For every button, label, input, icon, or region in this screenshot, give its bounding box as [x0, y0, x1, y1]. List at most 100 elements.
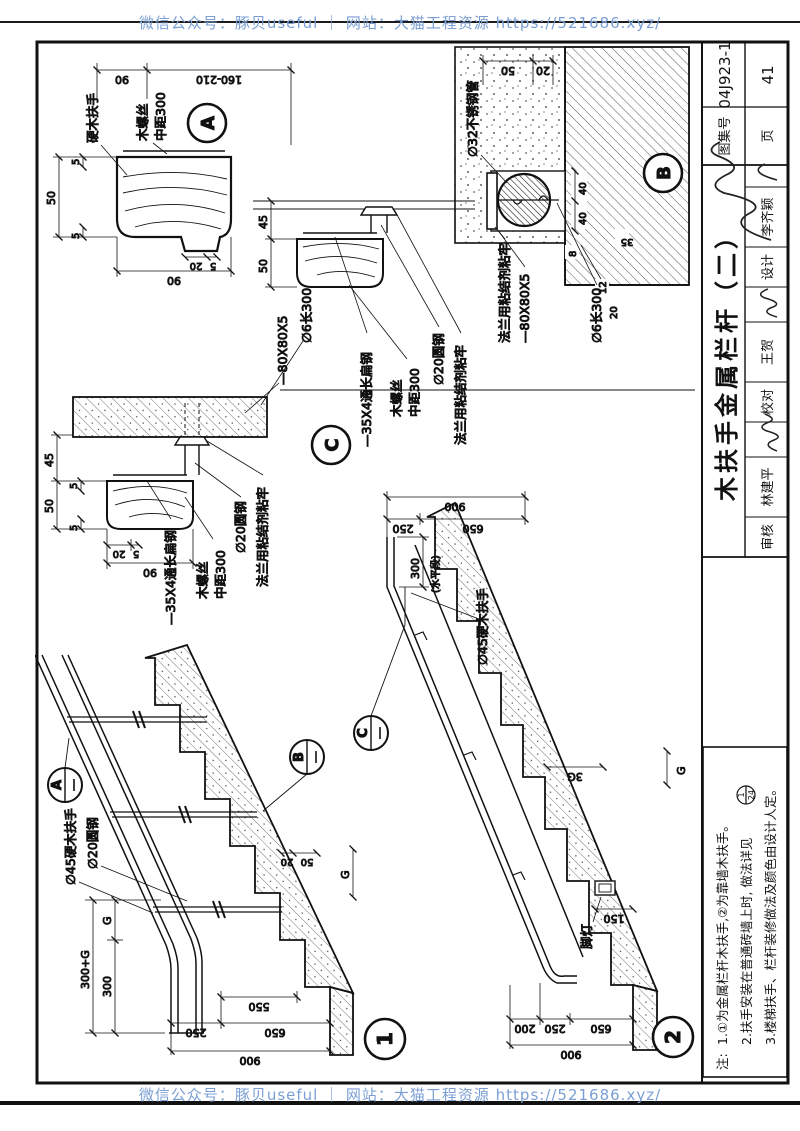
section-1-number: 1 [373, 1032, 397, 1046]
detail-a: 50 5 5 90 20 5 90 160-210 硬木扶手 木螺丝 [45, 63, 295, 288]
c-plate-label: —80X80X5 [275, 316, 290, 385]
c-dim-5a: 5 [69, 525, 80, 531]
dim-hseg-2 [397, 533, 429, 591]
drawing-canvas: 300+G 300 G 550 250 650 900 20 50 [35, 40, 790, 1085]
detail-b: 50 20 40 40 8 12 35 20 ∅32不锈钢管 法兰用粘结剂粘牢 … [454, 46, 690, 344]
landing-slab [329, 985, 354, 1056]
detail-c: 50 45 5 5 90 20 5 —35X4通长扁钢 木螺丝 中距300 ∅2… [43, 287, 352, 626]
wall-handrail [386, 537, 584, 984]
notes-block: 注: 1.①为金属栏杆木扶手,②为靠墙木扶手。 2.扶手安装在普通砖墙上时, 做… [702, 746, 788, 1078]
page-no: 41 [759, 65, 777, 84]
b-flange-label: 法兰用粘结剂粘牢 [497, 243, 512, 343]
staff-label-sheji: 设计 [761, 254, 776, 280]
dim-g2: G [339, 870, 352, 879]
c-flange-label: 法兰用粘结剂粘牢 [255, 487, 270, 587]
label-leaders [78, 865, 188, 914]
bottom-trim-line [0, 1101, 800, 1105]
dim-g: G [101, 916, 114, 925]
a-handrail-label: 硬木扶手 [85, 93, 100, 143]
a-left-dims [113, 237, 235, 277]
index-ref-a [47, 737, 83, 803]
balusters [67, 710, 282, 919]
notes-prefix: 注: [715, 1053, 730, 1070]
dim-650: 650 [265, 1026, 286, 1039]
mid-rod-label: ∅20圆钢 [431, 333, 446, 385]
b-dim-20b: 20 [609, 306, 620, 319]
dim-20: 20 [281, 856, 294, 867]
a-dim-160-210: 160-210 [196, 73, 242, 86]
mid-flange-label: 法兰用粘结剂粘牢 [453, 345, 468, 445]
b-pocket-dims [571, 167, 587, 235]
c-plate-leaders [244, 340, 304, 414]
mid-dims [265, 197, 297, 291]
handrail-lines [35, 654, 204, 1034]
dim-650-2: 650 [591, 1022, 612, 1035]
a-dim-5c: 5 [210, 260, 216, 271]
c-rod-label: ∅20圆钢 [233, 501, 248, 553]
staff-name-sheji: 李齐颖 [760, 197, 776, 236]
a-dim-20: 20 [190, 260, 203, 271]
index-ref-c [353, 587, 406, 751]
dim-3g-text: 3G [567, 770, 583, 783]
a-dim-5b: 5 [71, 159, 82, 165]
mid-dim-50: 50 [257, 259, 270, 273]
note-ref-bottom: 24 [747, 790, 756, 800]
stair-section-2: 300 (水平段) 250 650 900 200 250 650 [353, 491, 695, 1062]
top-trim-line [0, 21, 800, 23]
dim-heights-right [383, 491, 529, 537]
note-ref-symbol [736, 785, 756, 805]
rail-label: ∅20圆钢 [85, 817, 100, 869]
c-dim-20: 20 [113, 548, 126, 559]
stair-flight-2 [426, 501, 659, 993]
wood-handrail-section [106, 480, 194, 530]
dim-900b: 900 [445, 500, 466, 513]
b-dim-50: 50 [501, 64, 515, 77]
a-top-dims [53, 153, 117, 241]
b-dim-12: 12 [598, 281, 609, 294]
dim-900: 900 [240, 1054, 261, 1067]
stair-section-1: 300+G 300 G 550 250 650 900 20 50 [35, 643, 407, 1068]
mid-dim-45: 45 [257, 215, 270, 229]
staff-name-shenhe: 林建平 [761, 467, 776, 506]
dim-650b: 650 [463, 522, 484, 535]
c-screw-label-2: 中距300 [213, 550, 228, 599]
atlas-no-label: 图集号 [717, 116, 733, 155]
b-right-dims [479, 55, 557, 85]
detail-a-circle [186, 102, 228, 144]
b-flange-plate [486, 172, 498, 230]
c-dim-90: 90 [143, 566, 157, 579]
b-dim-35: 35 [621, 236, 634, 247]
note-line-3: 3.楼梯扶手、栏杆装修做法及颜色由设计人定。 [763, 783, 778, 1045]
section-2-number: 2 [661, 1030, 685, 1044]
dim-250-2: 250 [545, 1022, 566, 1035]
detail-c-circle [310, 424, 352, 466]
c-flat-label: —35X4通长扁钢 [163, 530, 178, 625]
a-right-dims [93, 63, 295, 145]
detail-b-circle [642, 152, 684, 194]
b-dim-20: 20 [536, 64, 550, 77]
staff-label-shenhe: 审核 [761, 524, 776, 550]
atlas-no: 04J923-1 [716, 41, 734, 108]
ref-c-letter: C [356, 728, 371, 738]
a-dim-50: 50 [45, 191, 58, 205]
title-block [703, 42, 788, 558]
section-2-circle [651, 1015, 695, 1059]
dim-50: 50 [301, 856, 314, 867]
dim-horizontal-segment [85, 896, 165, 1037]
watermark-top: 微信公众号：豚贝useful ｜ 网站：大猫工程资源 https://52168… [138, 14, 662, 32]
b-tube-label: ∅32不锈钢管 [465, 80, 480, 157]
c-dim-50: 50 [43, 499, 56, 513]
c-anchor-label: ∅6长300 [299, 288, 314, 343]
staff-label-jiaodui: 校对 [760, 389, 776, 415]
b-dim-40a: 40 [578, 212, 589, 225]
ref-b-letter: B [292, 752, 307, 762]
detail-b-letter: B [654, 166, 675, 180]
page-no-label: 页 [761, 129, 776, 142]
sheet-frame [35, 40, 790, 1085]
dim-g-2-text: G [675, 766, 688, 775]
flat-bar-mid [303, 232, 377, 240]
handrail-brackets [414, 631, 526, 881]
dim-heights [167, 991, 334, 1055]
section-1-circle [363, 1017, 407, 1061]
a-screw-label-1: 木螺丝 [135, 103, 150, 141]
